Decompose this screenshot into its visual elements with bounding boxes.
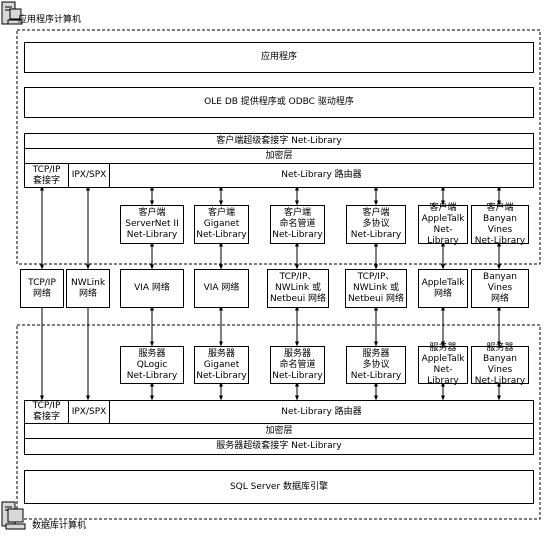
server-netlib-giganet: 服务器 Giganet Net-Library — [194, 346, 249, 384]
server-ipx-spx-label: IPX/SPX — [69, 401, 110, 424]
network-via-1: VIA 网络 — [120, 269, 184, 308]
network-tcpip-nwlink-netbeui-2: TCP/IP、 NWLink 或 Netbeui 网络 — [345, 269, 407, 308]
client-computer-outline — [16, 29, 541, 265]
client-net-library-stack: 客户端超级套接字 Net-Library 加密层 TCP/IP 套接字 IPX/… — [24, 133, 534, 188]
network-tcpip-nwlink-netbeui-1: TCP/IP、 NWLink 或 Netbeui 网络 — [267, 269, 329, 308]
server-tcpip-sockets-label: TCP/IP 套接字 — [25, 401, 69, 424]
server-netlib-named-pipes: 服务器 命名管道 Net-Library — [270, 346, 325, 384]
client-computer-label: 应用程序计算机 — [18, 15, 82, 25]
oledb-odbc-box: OLE DB 提供程序或 ODBC 驱动程序 — [24, 87, 534, 118]
client-router-label: Net-Library 路由器 — [281, 170, 362, 180]
client-netlib-servernet: 客户端 ServerNet II Net-Library — [120, 205, 184, 244]
server-netlib-qlogic: 服务器 QLogic Net-Library — [120, 346, 184, 384]
application-box: 应用程序 — [24, 42, 534, 73]
client-ipx-spx-label: IPX/SPX — [69, 164, 110, 187]
server-computer-label: 数据库计算机 — [32, 521, 87, 531]
client-super-socket-label: 客户端超级套接字 Net-Library — [25, 134, 533, 149]
server-netlib-banyan-vines: 服务器 Banyan Vines Net-Library — [471, 343, 529, 386]
network-tcpip: TCP/IP 网络 — [20, 269, 64, 308]
server-super-socket-label: 服务器超级套接字 Net-Library — [216, 441, 342, 451]
network-appletalk: AppleTalk 网络 — [418, 269, 468, 308]
server-computer-outline — [16, 324, 541, 520]
server-net-library-stack: TCP/IP 套接字 IPX/SPX Net-Library 路由器 加密层 服… — [24, 400, 534, 455]
sql-server-engine-box: SQL Server 数据库引擎 — [24, 470, 534, 504]
network-via-2: VIA 网络 — [194, 269, 249, 308]
server-encryption-label: 加密层 — [25, 424, 533, 439]
network-nwlink: NWLink 网络 — [66, 269, 110, 308]
server-netlib-multiprotocol: 服务器 多协议 Net-Library — [346, 346, 406, 384]
client-netlib-appletalk: 客户端 AppleTalk Net-Library — [418, 203, 468, 246]
computer-icon — [1, 1, 23, 25]
server-netlib-appletalk: 服务器 AppleTalk Net-Library — [418, 343, 468, 386]
server-router-label: Net-Library 路由器 — [110, 401, 533, 424]
client-encryption-label: 加密层 — [25, 149, 533, 164]
client-netlib-banyan-vines: 客户端 Banyan Vines Net-Library — [471, 203, 529, 246]
network-banyan-vines: Banyan Vines 网络 — [471, 269, 529, 308]
client-netlib-multiprotocol: 客户端 多协议 Net-Library — [346, 205, 406, 244]
client-tcpip-sockets-label: TCP/IP 套接字 — [25, 164, 69, 187]
computer-icon — [1, 501, 26, 530]
client-netlib-giganet: 客户端 Giganet Net-Library — [194, 205, 249, 244]
client-netlib-named-pipes: 客户端 命名管道 Net-Library — [270, 205, 325, 244]
